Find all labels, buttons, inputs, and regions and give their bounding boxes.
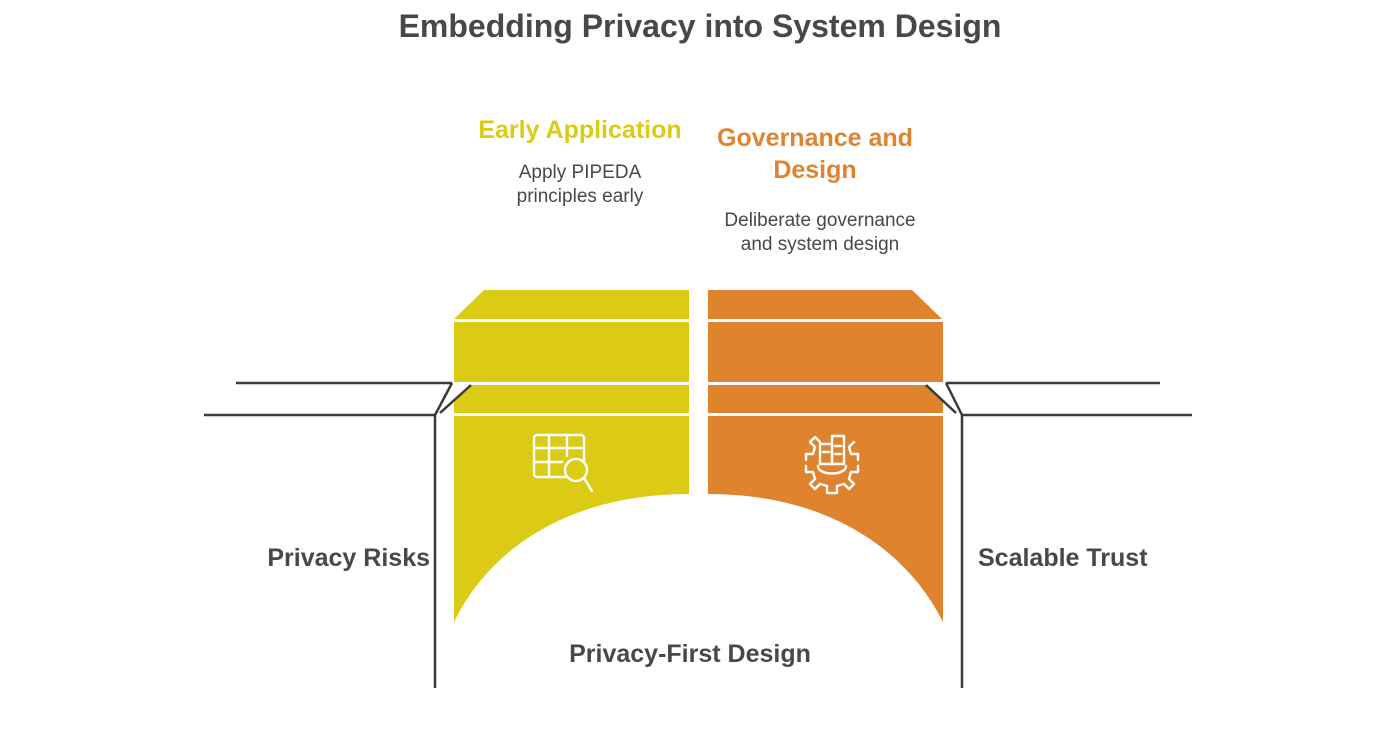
step-description-line: principles early <box>516 186 644 207</box>
bridge-left-edge <box>439 384 472 414</box>
bridge-left-diagonal <box>454 385 689 413</box>
bridge-left-top-cap <box>454 290 689 319</box>
privacy-first-design-label: Privacy-First Design <box>569 640 811 668</box>
bridge-left-deck <box>454 322 689 382</box>
bridge-right-arch <box>708 416 943 622</box>
gear-building-icon <box>804 434 860 495</box>
step-description-line: Apply PIPEDA <box>518 162 642 183</box>
step-governance-heading: Governance and Design <box>690 122 940 186</box>
step-heading-line: Design <box>773 156 857 184</box>
bridge-right-deck <box>708 322 943 382</box>
bridge-right-top-cap <box>708 290 942 319</box>
cliff-wall-left <box>433 382 454 688</box>
step-heading-line: Early Application <box>478 116 682 144</box>
step-heading-line: Governance and <box>717 124 913 152</box>
step-early-application-description: Apply PIPEDA principles early <box>470 161 690 209</box>
step-description-line: Deliberate governance <box>724 210 916 231</box>
bridge-right-half <box>708 290 943 622</box>
scalable-trust-label: Scalable Trust <box>978 544 1148 572</box>
bridge-right-edge <box>925 384 957 414</box>
step-early-application-heading: Early Application <box>440 114 720 146</box>
bridge-left-arch <box>454 416 689 622</box>
cliff-wall-right <box>944 382 964 688</box>
bridge-right-diagonal <box>708 385 943 413</box>
step-description-line: and system design <box>740 234 900 255</box>
step-governance-description: Deliberate governance and system design <box>700 209 940 257</box>
table-search-icon <box>532 433 594 493</box>
page-title: Embedding Privacy into System Design <box>398 8 1002 44</box>
bridge-left-half <box>454 290 689 622</box>
privacy-risks-label: Privacy Risks <box>267 544 430 572</box>
